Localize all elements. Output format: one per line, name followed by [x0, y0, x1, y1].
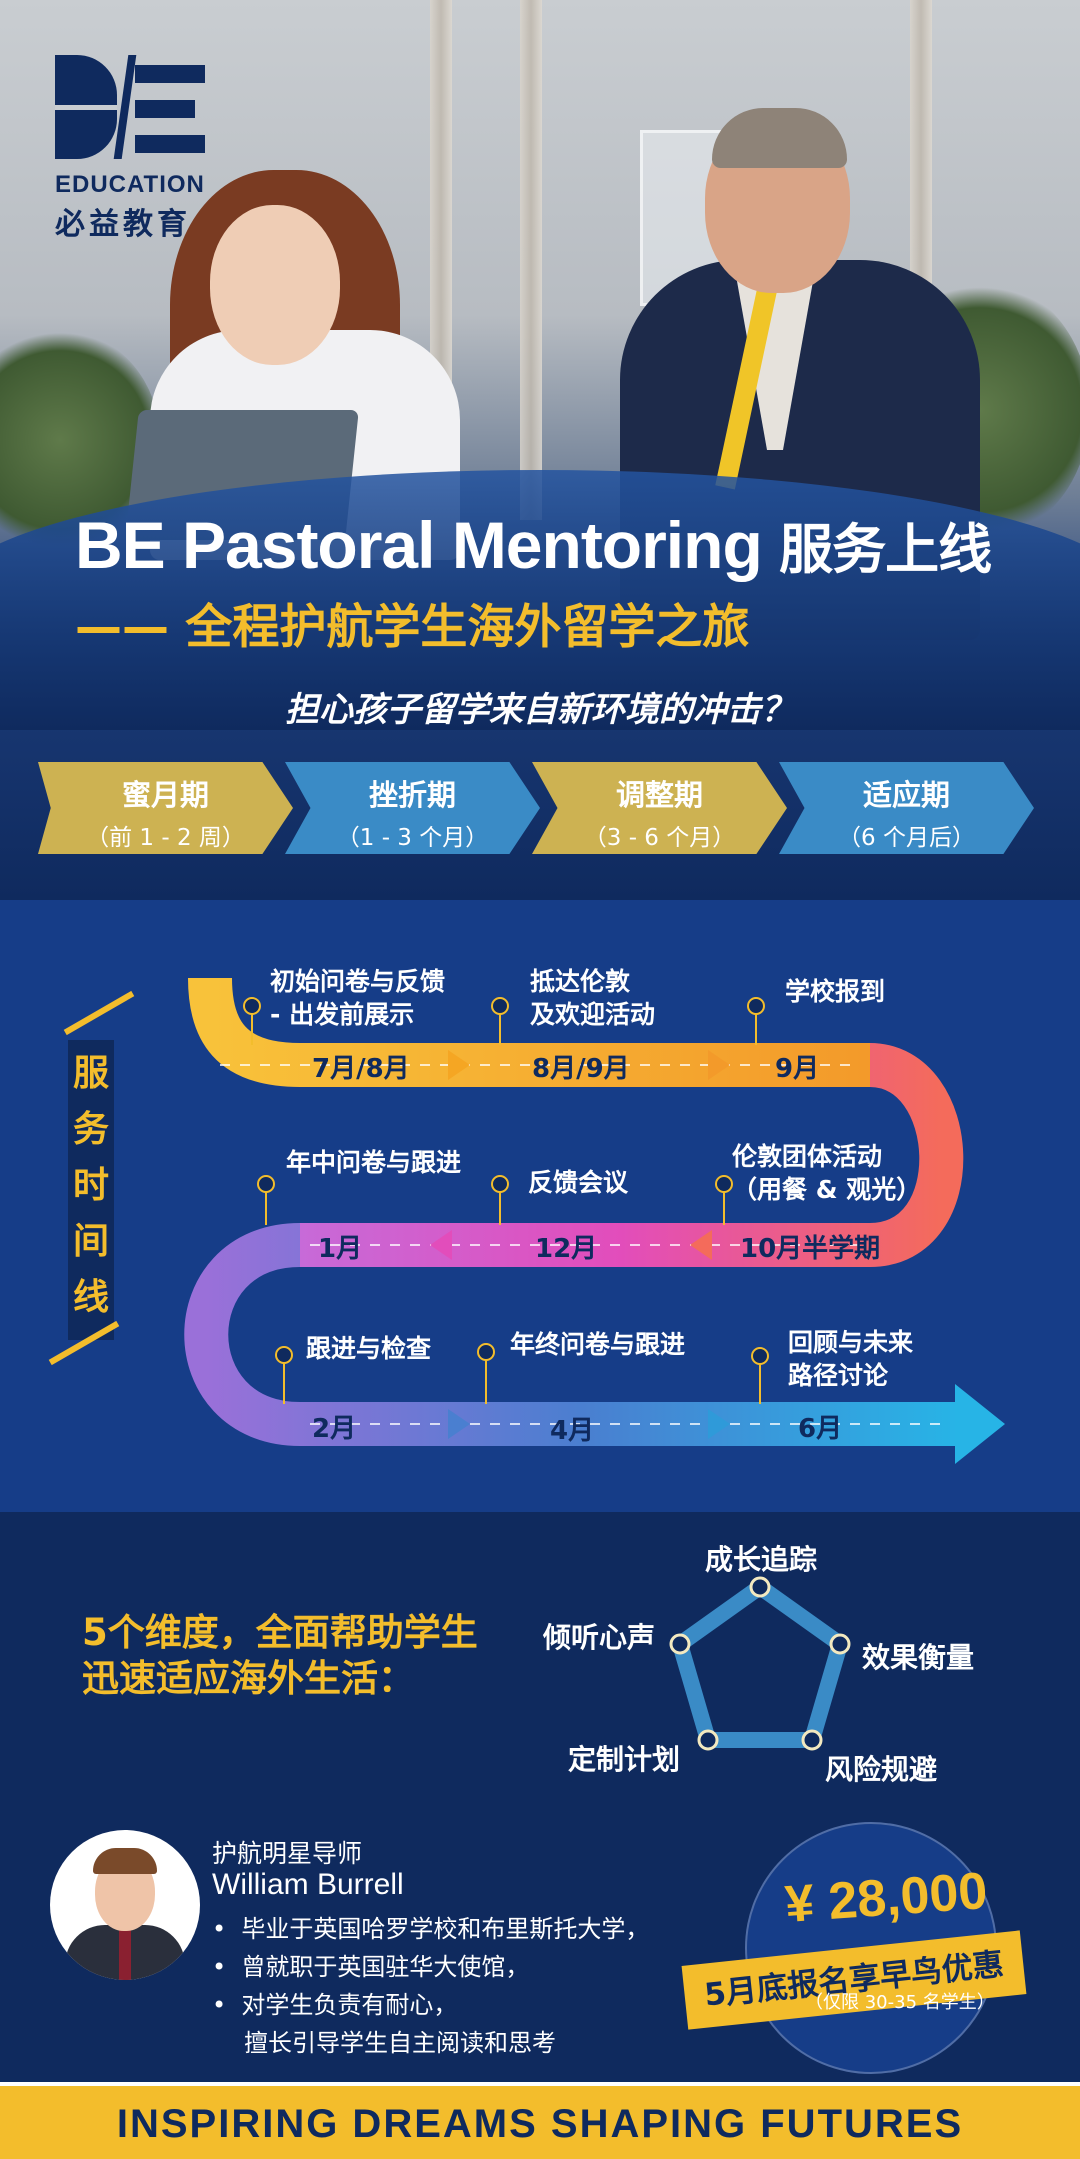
- mentor-bullet: • 对学生负责有耐心，: [212, 1991, 458, 2019]
- timeline-path: [184, 977, 1005, 1464]
- hero-photo: [0, 0, 1080, 900]
- phase-duration: （3 - 6 个月）: [583, 825, 736, 851]
- footer-slogan: INSPIRING DREAMS SHAPING FUTURES: [116, 2102, 964, 2146]
- timeline-arrowhead: [955, 1384, 1005, 1464]
- timeline-segment: [300, 1043, 964, 1267]
- timeline-label-char: 务: [72, 1109, 109, 1150]
- phase-duration: （前 1 - 2 周）: [86, 825, 245, 851]
- pentagon-diagram: [669, 1576, 851, 1751]
- student-figure: [210, 205, 340, 365]
- timeline-label-char: 时: [72, 1165, 109, 1206]
- timeline-label: 服 务 时 间 线: [68, 1040, 114, 1340]
- phase-adjustment: 调整期 （3 - 6 个月）: [532, 762, 787, 854]
- footer-banner: INSPIRING DREAMS SHAPING FUTURES: [0, 2082, 1080, 2159]
- adaptation-phases: 蜜月期 （前 1 - 2 周） 挫折期 （1 - 3 个月） 调整期 （3 - …: [38, 762, 1048, 854]
- mentor-bullet: • 毕业于英国哈罗学校和布里斯托大学，: [212, 1915, 650, 1943]
- be-logo-mark: [55, 55, 205, 165]
- title-chinese: 服务上线: [779, 518, 992, 581]
- dimension-risk-avoidance: 风险规避: [825, 1753, 938, 1786]
- mentor-name: William Burrell: [212, 1868, 404, 1901]
- phase-name: 蜜月期: [121, 778, 209, 812]
- timeline-label-char: 线: [72, 1277, 109, 1318]
- phase-name: 调整期: [615, 778, 703, 812]
- dimension-growth-tracking: 成长追踪: [705, 1543, 818, 1576]
- page-title: BE Pastoral Mentoring 服务上线: [75, 505, 992, 584]
- mentor-avatar: [50, 1830, 200, 1980]
- timeline-event: 回顾与未来路径讨论: [788, 1328, 914, 1390]
- timeline-event: 初始问卷与反馈- 出发前展示: [270, 967, 446, 1029]
- timeline-month: 1月: [318, 1234, 363, 1264]
- title-english: BE Pastoral Mentoring: [75, 508, 763, 582]
- brand-logo: EDUCATION 必益教育: [55, 55, 215, 243]
- phase-adaptation: 适应期 （6 个月后）: [779, 762, 1034, 854]
- mentor-bullet: 擅长引导学生自主阅读和思考: [244, 2029, 556, 2057]
- quota-note: （仅限 30-35 名学生）: [805, 1992, 995, 2013]
- phase-name: 适应期: [862, 778, 950, 812]
- timeline-event: 年终问卷与跟进: [510, 1330, 686, 1359]
- timeline-month: 9月: [775, 1054, 820, 1084]
- timeline-month: 12月: [535, 1234, 598, 1264]
- dimension-listening: 倾听心声: [543, 1621, 656, 1654]
- mentor-bullets: • 毕业于英国哈罗学校和布里斯托大学， • 曾就职于英国驻华大使馆， • 对学生…: [212, 1910, 649, 2062]
- dimensions-section: [0, 1512, 1080, 1822]
- logo-english: EDUCATION: [55, 171, 205, 198]
- timeline-month: 6月: [798, 1414, 843, 1444]
- timeline-month: 4月: [550, 1416, 595, 1446]
- page-subtitle: —— 全程护航学生海外留学之旅: [75, 600, 750, 655]
- service-timeline: [0, 900, 1080, 1512]
- timeline-event: 反馈会议: [528, 1168, 629, 1197]
- mentor-figure: [712, 108, 847, 168]
- dimensions-heading: 5个维度，全面帮助学生 迅速适应海外生活：: [82, 1611, 478, 1700]
- timeline-month: 8月/9月: [532, 1054, 630, 1084]
- phase-frustration: 挫折期 （1 - 3 个月）: [285, 762, 540, 854]
- phase-duration: （6 个月后）: [838, 825, 975, 851]
- timeline-event: 伦敦团体活动（用餐 & 观光）: [732, 1142, 922, 1204]
- timeline-event: 学校报到: [785, 977, 886, 1006]
- hero-swoosh: [0, 470, 1080, 730]
- timeline-month: 7月/8月: [312, 1054, 410, 1084]
- timeline-month: 2月: [312, 1414, 357, 1444]
- timeline-event: 抵达伦敦及欢迎活动: [530, 967, 656, 1029]
- phase-name: 挫折期: [368, 778, 456, 812]
- timeline-segment: [184, 1223, 960, 1446]
- background-pillar: [520, 0, 542, 520]
- phase-honeymoon: 蜜月期 （前 1 - 2 周）: [38, 762, 293, 854]
- mentor-role: 护航明星导师: [212, 1839, 363, 1868]
- dimension-custom-plan: 定制计划: [568, 1743, 681, 1776]
- mentor-bullet: • 曾就职于英国驻华大使馆，: [212, 1953, 530, 1981]
- timeline-event: 年中问卷与跟进: [286, 1148, 462, 1177]
- timeline-label-char: 间: [72, 1221, 109, 1262]
- dimension-effect-measurement: 效果衡量: [862, 1641, 975, 1674]
- timeline-event: 跟进与检查: [306, 1334, 432, 1363]
- timeline-label-char: 服: [72, 1053, 109, 1094]
- timeline-month: 10月半学期: [740, 1234, 881, 1264]
- question-text: 担心孩子留学来自新环境的冲击？: [285, 690, 795, 730]
- logo-chinese: 必益教育: [55, 207, 191, 242]
- phase-duration: （1 - 3 个月）: [336, 825, 489, 851]
